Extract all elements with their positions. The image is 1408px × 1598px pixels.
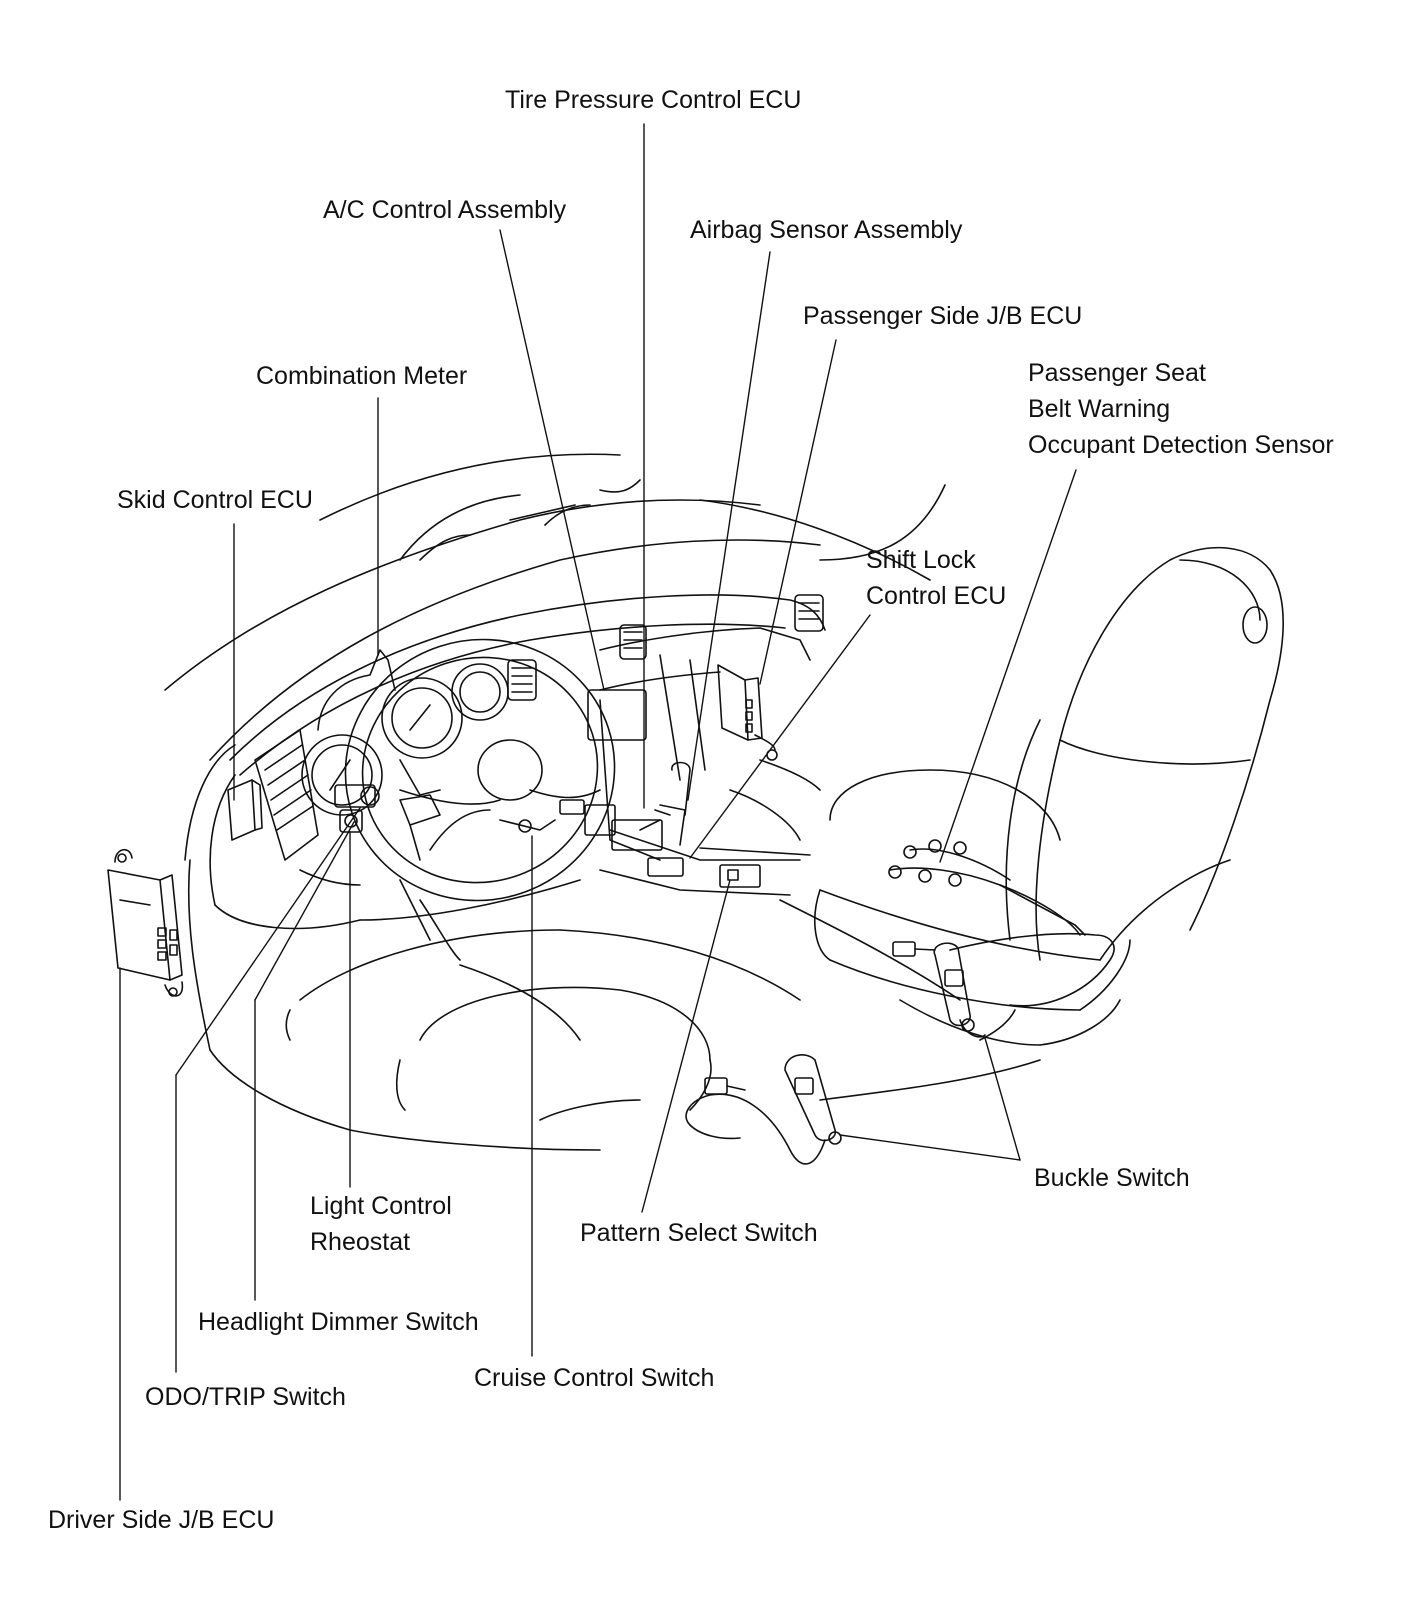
driver-seat: [286, 930, 800, 1120]
label-passenger-seat-line3: Occupant Detection Sensor: [1028, 431, 1334, 459]
leader-lines: [120, 124, 1076, 1500]
floor-lines: [350, 900, 1040, 1150]
label-cruise-control-switch: Cruise Control Switch: [474, 1364, 715, 1392]
skid-control-ecu-block: [228, 780, 262, 840]
label-light-control-line2: Rheostat: [310, 1228, 411, 1256]
driver-side-jb-ecu-block: [108, 850, 182, 996]
dashboard: [185, 595, 825, 1130]
passenger-seat: [815, 548, 1283, 1045]
combination-meter: [302, 650, 508, 815]
label-shift-lock-line2: Control ECU: [866, 582, 1007, 610]
label-pattern-select-switch: Pattern Select Switch: [580, 1219, 818, 1247]
label-tire-pressure-control-ecu: Tire Pressure Control ECU: [505, 86, 802, 114]
label-driver-side-jb-ecu: Driver Side J/B ECU: [48, 1506, 275, 1534]
driver-buckle-switch: [686, 1055, 841, 1164]
center-console: [600, 763, 810, 896]
label-light-control-line1: Light Control: [310, 1192, 452, 1220]
passenger-side-jb-ecu-block: [718, 665, 777, 760]
label-shift-lock-line1: Shift Lock: [866, 546, 976, 574]
label-passenger-side-jb-ecu: Passenger Side J/B ECU: [803, 302, 1083, 330]
label-passenger-seat-line1: Passenger Seat: [1028, 359, 1206, 387]
label-passenger-seat-line2: Belt Warning: [1028, 395, 1171, 423]
label-odo-trip-switch: ODO/TRIP Switch: [145, 1383, 346, 1411]
label-skid-control-ecu: Skid Control ECU: [117, 486, 313, 514]
steering-wheel: [311, 605, 648, 936]
label-airbag-sensor-assembly: Airbag Sensor Assembly: [690, 216, 963, 244]
label-combination-meter: Combination Meter: [256, 362, 468, 390]
label-buckle-switch: Buckle Switch: [1034, 1164, 1190, 1192]
label-ac-control-assembly: A/C Control Assembly: [323, 196, 567, 224]
column-switches: [335, 785, 440, 860]
windshield-outline: [165, 454, 945, 760]
label-headlight-dimmer-switch: Headlight Dimmer Switch: [198, 1308, 479, 1336]
